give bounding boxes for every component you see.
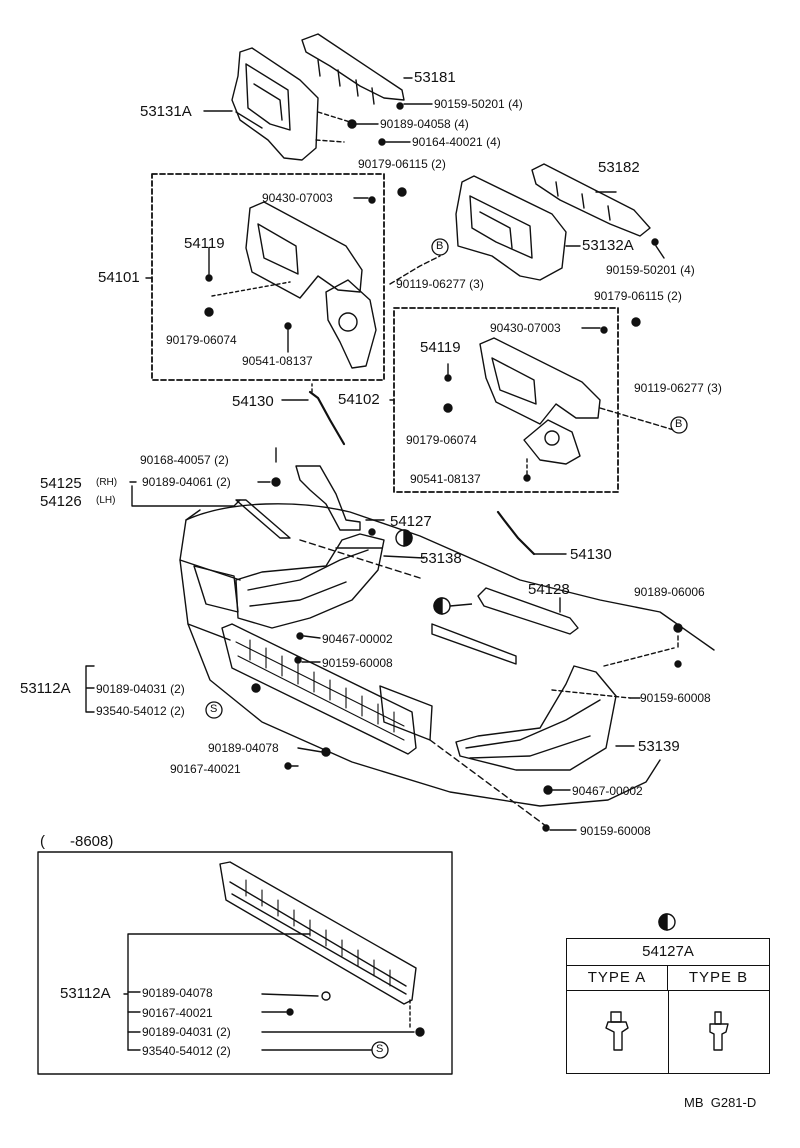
grille-53112A bbox=[221, 623, 417, 755]
label-90541-08137-a: 90541-08137 bbox=[242, 354, 313, 368]
label-54101: 54101 bbox=[98, 269, 140, 286]
label-90467-00002-b: 90467-00002 bbox=[572, 784, 643, 798]
label-90119-06277-a: 90119-06277 (3) bbox=[396, 277, 484, 291]
label-90189-06006: 90189-06006 bbox=[634, 585, 705, 599]
label-54119-a: 54119 bbox=[184, 235, 225, 252]
half-circle-symbols bbox=[395, 529, 676, 931]
part-53181-bracket bbox=[301, 33, 405, 101]
label-90179-06074-b: 90179-06074 bbox=[406, 433, 477, 447]
label-54130-b: 54130 bbox=[570, 546, 612, 563]
undercover-53139 bbox=[455, 665, 617, 771]
group-54102-box bbox=[393, 307, 619, 493]
label-90189-04061: 90189-04061 (2) bbox=[142, 475, 231, 489]
part-53132A-bracket bbox=[455, 175, 567, 281]
label-90189-04078-a: 90189-04078 bbox=[208, 741, 279, 755]
label-90430-07003-b: 90430-07003 bbox=[490, 321, 561, 335]
label-54119-b: 54119 bbox=[420, 339, 461, 356]
label-90119-06277-b: 90119-06277 (3) bbox=[634, 381, 722, 395]
label-90168-40057: 90168-40057 (2) bbox=[140, 453, 229, 467]
label-54102: 54102 bbox=[338, 391, 380, 408]
label-53131A: 53131A bbox=[140, 103, 192, 120]
undercover-53138 bbox=[235, 533, 385, 629]
clip-type-a bbox=[605, 1011, 629, 1051]
label-90179-06115-b: 90179-06115 (2) bbox=[594, 289, 682, 303]
label-54130-a: 54130 bbox=[232, 393, 274, 410]
label-90167-40021-a: 90167-40021 bbox=[170, 762, 241, 776]
callout-circles bbox=[205, 238, 688, 1059]
legend-type-a: TYPE A bbox=[567, 965, 668, 991]
label-90159-50201-a: 90159-50201 (4) bbox=[434, 97, 523, 111]
callout-letter-b-2: B bbox=[675, 418, 683, 430]
legend-part-number: 54127A bbox=[567, 939, 769, 966]
inset-box bbox=[37, 851, 453, 1075]
callout-letter-b-1: B bbox=[436, 240, 444, 252]
strip-54128 bbox=[431, 623, 517, 665]
label-53112A-b: 53112A bbox=[60, 985, 111, 1002]
label-90189-04058: 90189-04058 (4) bbox=[380, 117, 469, 131]
bumper-outline bbox=[179, 509, 661, 807]
label-53181: 53181 bbox=[414, 69, 456, 86]
label-53139: 53139 bbox=[638, 738, 680, 755]
label-90167-40021-b: 90167-40021 bbox=[142, 1006, 213, 1020]
label-93540-54012-b: 93540-54012 (2) bbox=[142, 1044, 231, 1058]
group-54101-box bbox=[151, 173, 385, 381]
label-90189-04031-a: 90189-04031 (2) bbox=[96, 682, 185, 696]
diagram-code: MB G281-D bbox=[684, 1095, 757, 1110]
label-lh: (LH) bbox=[96, 495, 116, 506]
callout-letter-s-1: S bbox=[210, 703, 218, 715]
label-90189-04031-b: 90189-04031 (2) bbox=[142, 1025, 231, 1039]
label-53182: 53182 bbox=[598, 159, 640, 176]
label-90164-40021: 90164-40021 (4) bbox=[412, 135, 501, 149]
part-53131A-bracket bbox=[231, 47, 319, 161]
label-90189-04078-b: 90189-04078 bbox=[142, 986, 213, 1000]
label-90430-07003-a: 90430-07003 bbox=[262, 191, 333, 205]
label-90159-60008-c: 90159-60008 bbox=[580, 824, 651, 838]
label-rh: (RH) bbox=[96, 477, 118, 488]
part-53182-bracket bbox=[531, 163, 651, 237]
legend-type-b: TYPE B bbox=[668, 965, 769, 991]
label-53138: 53138 bbox=[420, 550, 462, 567]
label-90467-00002-a: 90467-00002 bbox=[322, 632, 393, 646]
label-90159-60008-b: 90159-60008 bbox=[640, 691, 711, 705]
clip-type-b bbox=[709, 1011, 729, 1051]
label-54128: 54128 bbox=[528, 581, 570, 598]
label-90159-60008-a: 90159-60008 bbox=[322, 656, 393, 670]
label-90179-06115-a: 90179-06115 (2) bbox=[358, 157, 446, 171]
legend-divider bbox=[668, 991, 669, 1073]
label-53112A-a: 53112A bbox=[20, 680, 71, 697]
label-54126: 54126 bbox=[40, 493, 82, 510]
label-53132A: 53132A bbox=[582, 237, 634, 254]
clip-type-legend-table: 54127A TYPE A TYPE B bbox=[566, 938, 770, 1074]
callout-letter-s-2: S bbox=[376, 1043, 384, 1055]
label-54127: 54127 bbox=[390, 513, 432, 530]
label-90541-08137-b: 90541-08137 bbox=[410, 472, 481, 486]
label-90159-50201-b: 90159-50201 (4) bbox=[606, 263, 695, 277]
label-93540-54012-a: 93540-54012 (2) bbox=[96, 704, 185, 718]
label-54125: 54125 bbox=[40, 475, 82, 492]
inset-header: ( -8608) bbox=[40, 833, 114, 850]
label-90179-06074-a: 90179-06074 bbox=[166, 333, 237, 347]
